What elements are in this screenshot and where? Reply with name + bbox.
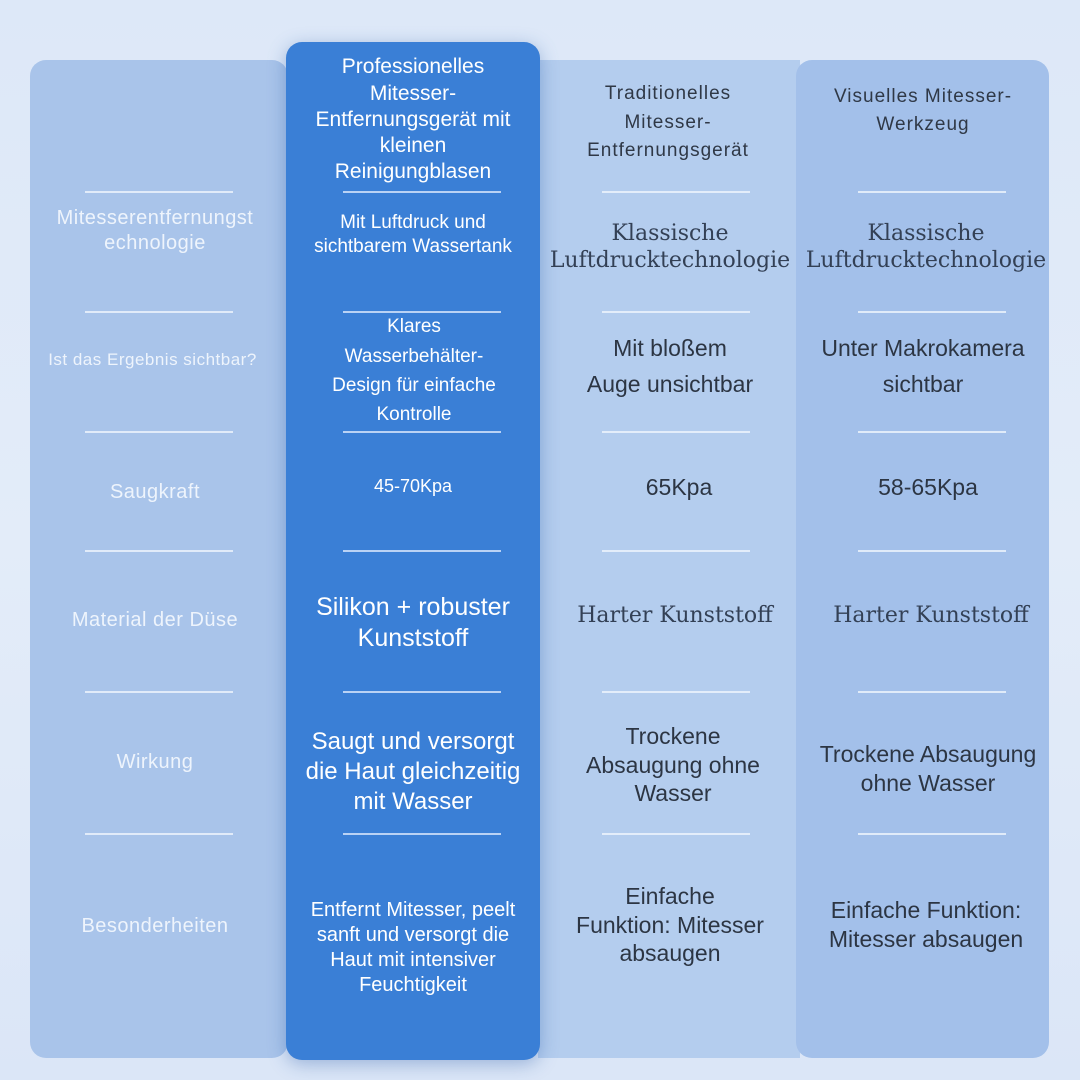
traditional-visible: Mit bloßem Auge unsichtbar <box>586 335 754 397</box>
divider <box>85 431 233 433</box>
header-pro: Professionelles Mitesser-Entfernungsgerä… <box>315 55 511 184</box>
divider <box>85 833 233 835</box>
divider <box>85 311 233 313</box>
pro-features: Entfernt Mitesser, peelt sanft und verso… <box>310 899 516 996</box>
divider <box>858 833 1006 835</box>
divider <box>602 550 750 552</box>
pro-effect: Saugt und versorgt die Haut gleichzeitig… <box>305 728 521 815</box>
divider <box>343 691 501 693</box>
divider <box>85 691 233 693</box>
header-visual: Visuelles Mitesser-Werkzeug <box>833 85 1013 136</box>
traditional-nozzle: Harter Kunststoff <box>577 603 773 629</box>
pro-nozzle: Silikon + robuster Kunststoff <box>316 592 510 652</box>
divider <box>343 431 501 433</box>
divider <box>858 691 1006 693</box>
row-label-suction: Saugkraft <box>109 480 201 503</box>
divider <box>85 550 233 552</box>
traditional-column <box>538 60 800 1058</box>
divider <box>85 191 233 193</box>
traditional-suction: 65Kpa <box>645 473 713 500</box>
pro-suction: 45-70Kpa <box>373 475 453 496</box>
row-label-nozzle: Material der Düse <box>71 608 239 631</box>
label-column <box>30 60 288 1058</box>
visual-technology: Klassische Luftdrucktechnologie <box>805 220 1047 274</box>
row-label-features: Besonderheiten <box>81 914 229 937</box>
divider <box>602 691 750 693</box>
divider <box>602 431 750 433</box>
visual-suction: 58-65Kpa <box>878 473 978 500</box>
header-traditional: Traditionelles Mitesser-Entfernungsgerät <box>587 83 749 162</box>
pro-visible: Klares Wasserbehälter-Design für einfach… <box>332 316 496 426</box>
visual-features: Einfache Funktion: Mitesser absaugen <box>828 897 1024 952</box>
traditional-technology: Klassische Luftdrucktechnologie <box>549 220 791 274</box>
divider <box>858 311 1006 313</box>
visual-nozzle: Harter Kunststoff <box>833 603 1029 629</box>
divider <box>602 833 750 835</box>
row-label-technology: Mitesserentfernungstechnologie <box>56 207 254 254</box>
divider <box>858 191 1006 193</box>
divider <box>602 191 750 193</box>
divider <box>602 311 750 313</box>
pro-technology: Mit Luftdruck und sichtbarem Wassertank <box>314 212 512 257</box>
row-label-effect: Wirkung <box>116 750 194 773</box>
traditional-effect: Trockene Absaugung ohne Wasser <box>586 722 760 807</box>
visual-effect: Trockene Absaugung ohne Wasser <box>819 741 1037 796</box>
divider <box>858 550 1006 552</box>
divider <box>343 550 501 552</box>
row-label-visible: Ist das Ergebnis sichtbar? <box>48 350 257 370</box>
divider <box>343 311 501 313</box>
divider <box>858 431 1006 433</box>
divider <box>343 833 501 835</box>
traditional-features: Einfache Funktion: Mitesser absaugen <box>576 882 764 967</box>
visual-column <box>796 60 1049 1058</box>
visual-visible: Unter Makrokamera sichtbar <box>821 335 1025 397</box>
divider <box>343 191 501 193</box>
